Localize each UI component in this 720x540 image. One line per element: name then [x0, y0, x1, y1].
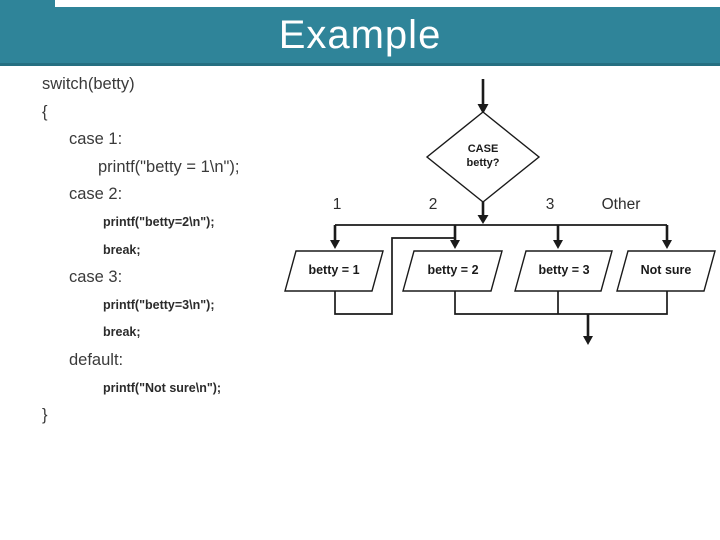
box-label-betty3: betty = 3	[538, 263, 590, 277]
slide-title-bar: Example	[0, 7, 720, 66]
box-label-betty1: betty = 1	[308, 263, 360, 277]
code-listing: switch(betty) { case 1: printf("betty = …	[42, 71, 352, 430]
branch3-arrowhead	[553, 240, 563, 249]
code-line: default:	[69, 350, 124, 369]
header-corner-tab	[0, 0, 55, 8]
box-betty3	[514, 250, 613, 292]
code-line: }	[42, 406, 48, 425]
code-line: case 3:	[69, 268, 123, 287]
box-label-notsure: Not sure	[640, 263, 692, 277]
box-betty1	[284, 250, 384, 292]
decision-label-line1: CASE	[467, 143, 499, 155]
branch-label-3: 3	[545, 196, 555, 213]
decision-label-line2: betty?	[466, 156, 500, 169]
box-betty2	[402, 250, 503, 292]
branch-label-other: Other	[601, 196, 641, 213]
exit-arrowhead	[583, 336, 593, 345]
code-line: printf("betty = 1\n");	[98, 157, 240, 176]
decision-out-arrowhead	[477, 215, 489, 224]
page-title: Example	[278, 13, 442, 57]
code-line: switch(betty)	[42, 75, 135, 93]
code-line: case 2:	[69, 185, 123, 204]
branch-label-1: 1	[332, 196, 342, 213]
decision-label: CASE betty?	[427, 143, 539, 170]
code-line: printf("betty=2\n");	[103, 214, 215, 229]
code-line: printf("Not sure\n");	[103, 380, 222, 395]
branch1-arrowhead	[330, 240, 340, 249]
branch-other-arrowhead	[662, 240, 672, 249]
branch2-arrowhead	[450, 240, 460, 249]
code-line: break;	[103, 242, 141, 257]
fallthrough-connector	[334, 237, 455, 315]
join-connector	[454, 291, 668, 315]
code-line: case 1:	[69, 130, 123, 149]
box-label-betty2: betty = 2	[427, 263, 479, 277]
code-line: {	[42, 102, 48, 121]
entry-arrowhead	[477, 104, 489, 114]
code-line: printf("betty=3\n");	[103, 297, 215, 312]
box-notsure	[616, 250, 716, 292]
branch-label-2: 2	[428, 196, 438, 213]
code-line: break;	[103, 325, 141, 340]
